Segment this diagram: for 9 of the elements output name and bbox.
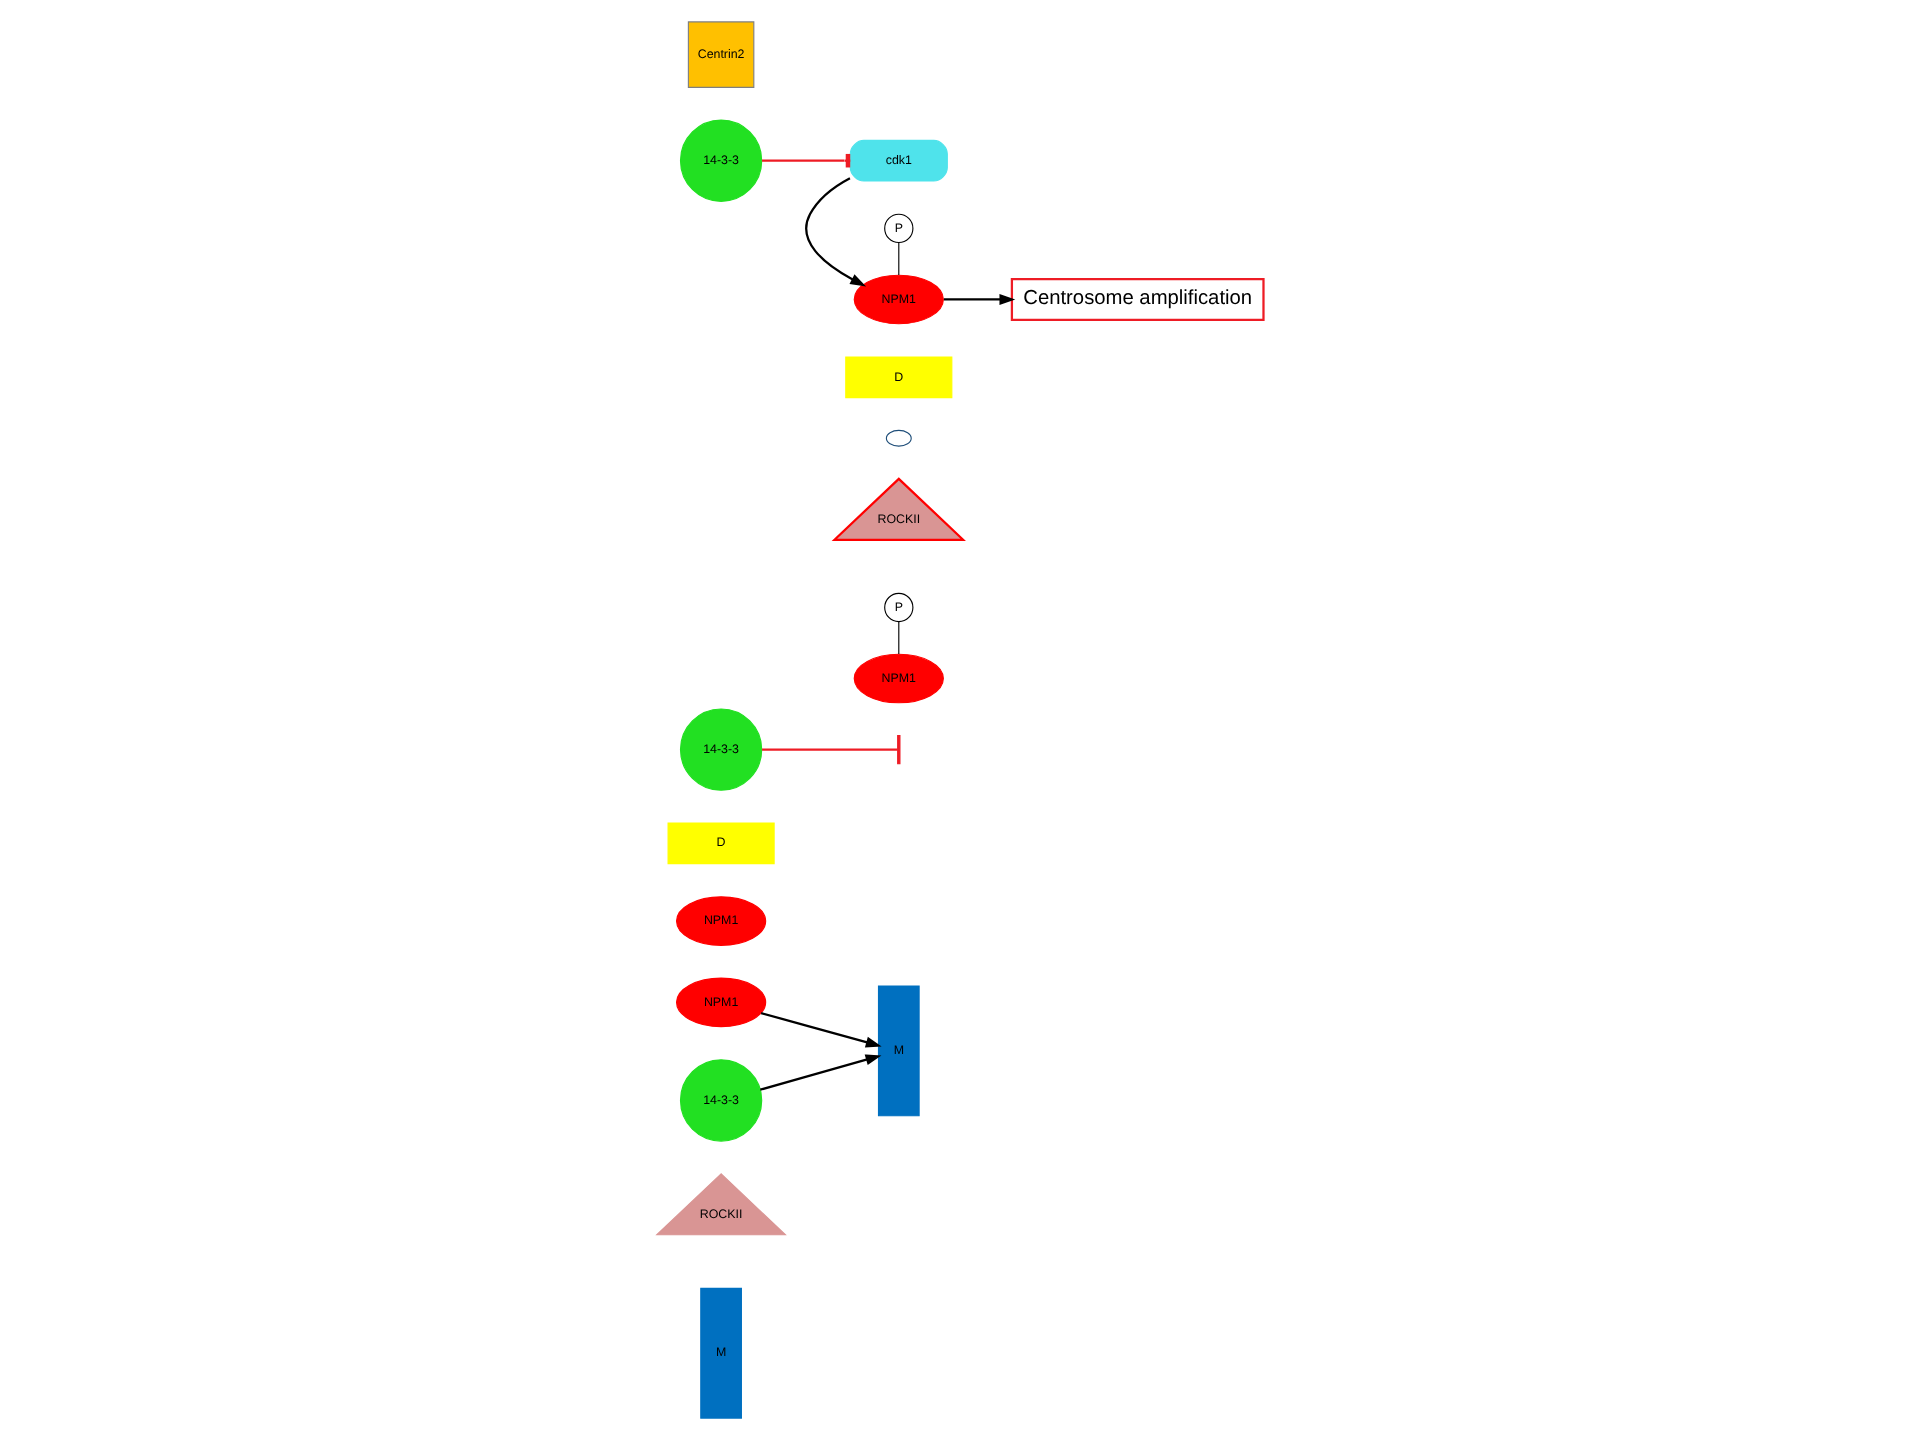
node-ellipse	[885, 429, 912, 447]
node-box: Centrosome amplification	[1010, 278, 1265, 321]
connector	[898, 242, 900, 276]
arrow	[760, 1054, 882, 1091]
arrow	[760, 1012, 882, 1048]
arrow	[943, 293, 1016, 305]
connector	[898, 621, 900, 655]
arrow	[805, 177, 867, 287]
connector	[762, 748, 898, 751]
